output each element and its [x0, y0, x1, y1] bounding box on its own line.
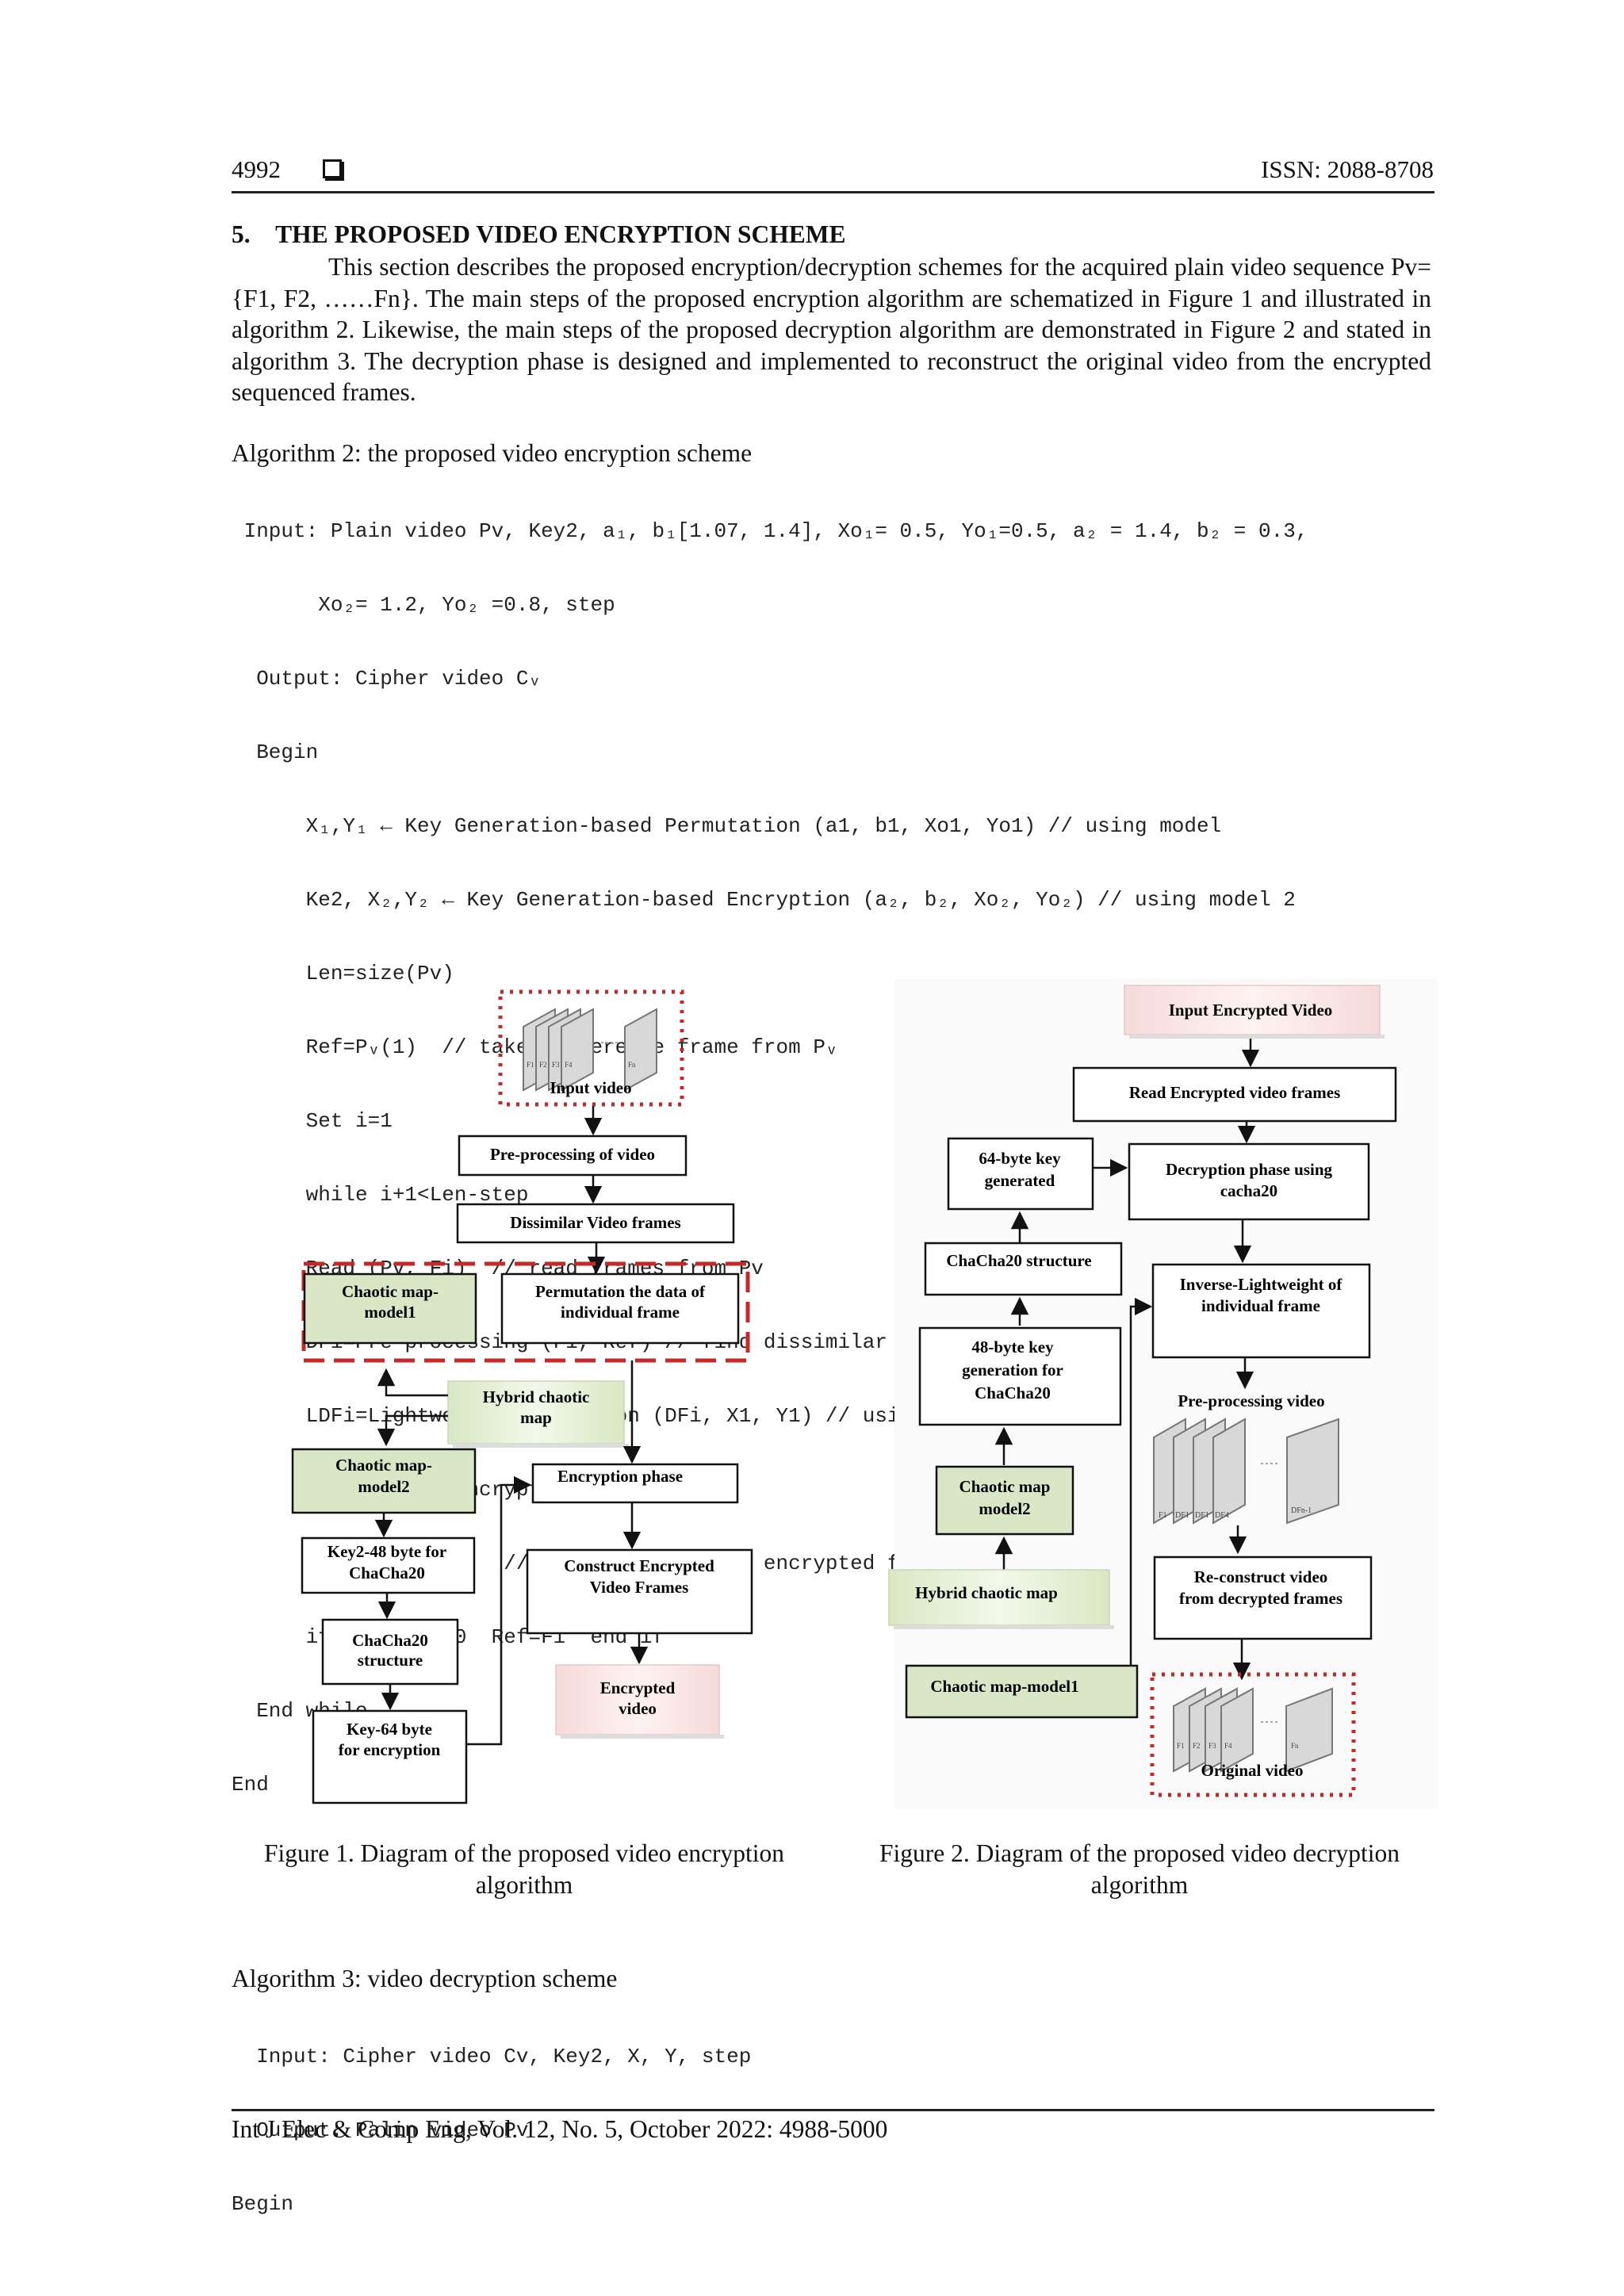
fig2-original-video-label: Original video: [1201, 1761, 1304, 1780]
frame-stack-icon: [1153, 1418, 1339, 1525]
fig1-encrypted-video: Encrypted: [600, 1678, 676, 1697]
figure1-caption: Figure 1. Diagram of the proposed video …: [263, 1839, 785, 1899]
code-line: X₁,Y₁ ← Key Generation-based Permutation…: [232, 814, 1222, 838]
fig2-inverse-lw: Inverse-Lightweight of: [1180, 1275, 1343, 1294]
fig1-input-video: F1 F2 F3 F4 Fn Input video: [498, 989, 684, 1107]
fig1-chaotic-model1: Chaotic map-: [342, 1282, 439, 1301]
fig2-decryption-phase: Decryption phase using: [1166, 1160, 1333, 1179]
frame-label: Fn: [1291, 1742, 1299, 1750]
fig1-chaotic-model2: Chaotic map-: [335, 1456, 432, 1475]
frame-label: Fn: [628, 1061, 636, 1069]
frame-label: DFn-1: [1291, 1506, 1312, 1515]
fig1-preprocessing: Pre-processing of video: [490, 1145, 655, 1164]
fig1-chaotic-model1-line2: model1: [364, 1303, 416, 1322]
fig1-key2-48: Key2-48 byte for: [327, 1542, 446, 1561]
issn: ISSN: 2088-8708: [1261, 155, 1434, 183]
frame-label: DF1: [1175, 1511, 1189, 1520]
fig2-hybrid: Hybrid chaotic map: [915, 1583, 1058, 1602]
footer-journal: Int J Elec & Comp Eng, Vol. 12, No. 5, O…: [232, 2115, 888, 2143]
algorithm2-title: Algorithm 2: the proposed video encrypti…: [232, 439, 753, 467]
fig1-dissimilar: Dissimilar Video frames: [510, 1213, 680, 1232]
fig2-reconstruct-line2: from decrypted frames: [1179, 1589, 1342, 1608]
fig2-chaotic-model1: Chaotic map-model1: [930, 1677, 1078, 1696]
fig1-construct-line2: Video Frames: [590, 1578, 689, 1597]
fig2-reconstruct: Re-construct video: [1194, 1567, 1328, 1586]
frame-stack-icon: [1173, 1687, 1333, 1773]
frame-label: F1: [527, 1061, 534, 1069]
code-line: Ke2, X₂,Y₂ ← Key Generation-based Encryp…: [232, 888, 1296, 912]
fig2-read-encrypted: Read Encrypted video frames: [1129, 1083, 1341, 1102]
frame-label: F2: [1193, 1742, 1201, 1750]
fig1-encryption-phase: Encryption phase: [557, 1467, 683, 1486]
fig2-original-video: F1 F2 F3 F4 Fn Original video: [1150, 1672, 1356, 1797]
frame-label: F3: [552, 1061, 560, 1069]
page-number: 4992: [232, 155, 281, 183]
fig2-key48: 48-byte key: [971, 1337, 1054, 1357]
code-line: Input: Cipher video Cv, Key2, X, Y, step: [232, 2045, 752, 2068]
code-line: while i+1<Len-step: [232, 1183, 529, 1207]
frame-stack-icon: [523, 1008, 657, 1092]
frame-label: DF4: [1215, 1511, 1229, 1520]
frame-label: DF1: [1195, 1511, 1209, 1520]
code-line: Begin: [232, 2192, 294, 2216]
frame-label: F2: [539, 1061, 547, 1069]
fig2-chaotic-model2-line2: model2: [979, 1499, 1030, 1518]
fig2-chacha-structure: ChaCha20 structure: [946, 1251, 1091, 1270]
code-line: Set i=1: [232, 1109, 393, 1133]
section-paragraph: This section describes the proposed encr…: [232, 253, 1431, 406]
fig1-input-video-label: Input video: [550, 1078, 631, 1097]
frame-label: F1: [1177, 1742, 1185, 1750]
fig1-chaotic-model2-line2: model2: [358, 1477, 409, 1496]
frame-label: F4: [565, 1061, 573, 1069]
fig2-key64-line2: generated: [985, 1171, 1055, 1190]
frame-label: F3: [1208, 1742, 1216, 1750]
algorithm3-code: Input: Cipher video Cv, Key2, X, Y, step…: [232, 1996, 751, 2241]
fig2-preprocessing-video: Pre-processing video: [1178, 1391, 1324, 1410]
code-line: Output: Cipher video Cᵥ: [232, 667, 542, 691]
figure2-caption: Figure 2. Diagram of the proposed video …: [879, 1839, 1400, 1899]
algorithm3-title: Algorithm 3: video decryption scheme: [232, 1965, 618, 1992]
fig1-chacha-structure: ChaCha20: [352, 1631, 428, 1650]
fig1-hybrid-line2: map: [520, 1408, 552, 1427]
code-line: Xo₂= 1.2, Yo₂ =0.8, step: [232, 593, 615, 617]
fig2-key48-line3: ChaCha20: [975, 1383, 1051, 1402]
footer-rule: [232, 2109, 1434, 2111]
fig1-encrypted-video-line2: video: [619, 1699, 657, 1718]
fig1-permutation: Permutation the data of: [535, 1282, 706, 1301]
fig2-key64: 64-byte key: [979, 1149, 1061, 1168]
fig2-input-encrypted: Input Encrypted Video: [1169, 1001, 1333, 1020]
code-line: End: [232, 1773, 269, 1797]
code-line: Output: Palin video Pv: [232, 2118, 529, 2142]
frame-label: F1: [1159, 1511, 1167, 1520]
fig1-construct: Construct Encrypted: [564, 1556, 714, 1575]
code-line: Begin: [232, 740, 319, 764]
fig1-hybrid: Hybrid chaotic: [483, 1387, 590, 1406]
code-line: Len=size(Pv): [232, 962, 454, 985]
fig2-chaotic-model2: Chaotic map: [959, 1477, 1051, 1496]
code-line: Input: Plain video Pv, Key2, a₁, b₁[1.07…: [232, 519, 1308, 543]
fig2-key48-line2: generation for: [962, 1360, 1063, 1380]
fig1-key64-line2: for encryption: [339, 1740, 441, 1759]
frame-label: F4: [1224, 1742, 1232, 1750]
header-rule: [232, 191, 1434, 193]
section-title: 5. THE PROPOSED VIDEO ENCRYPTION SCHEME: [232, 220, 846, 248]
fig1-key2-48-line2: ChaCha20: [349, 1563, 425, 1582]
fig1-key64: Key-64 byte: [347, 1720, 432, 1739]
fig1-permutation-line2: individual frame: [561, 1303, 680, 1322]
fig2-decryption-phase-line2: cacha20: [1220, 1181, 1277, 1200]
fig1-chacha-structure-line2: structure: [358, 1651, 423, 1670]
fig2-inverse-lw-line2: individual frame: [1201, 1296, 1320, 1315]
square-icon: [323, 159, 342, 178]
